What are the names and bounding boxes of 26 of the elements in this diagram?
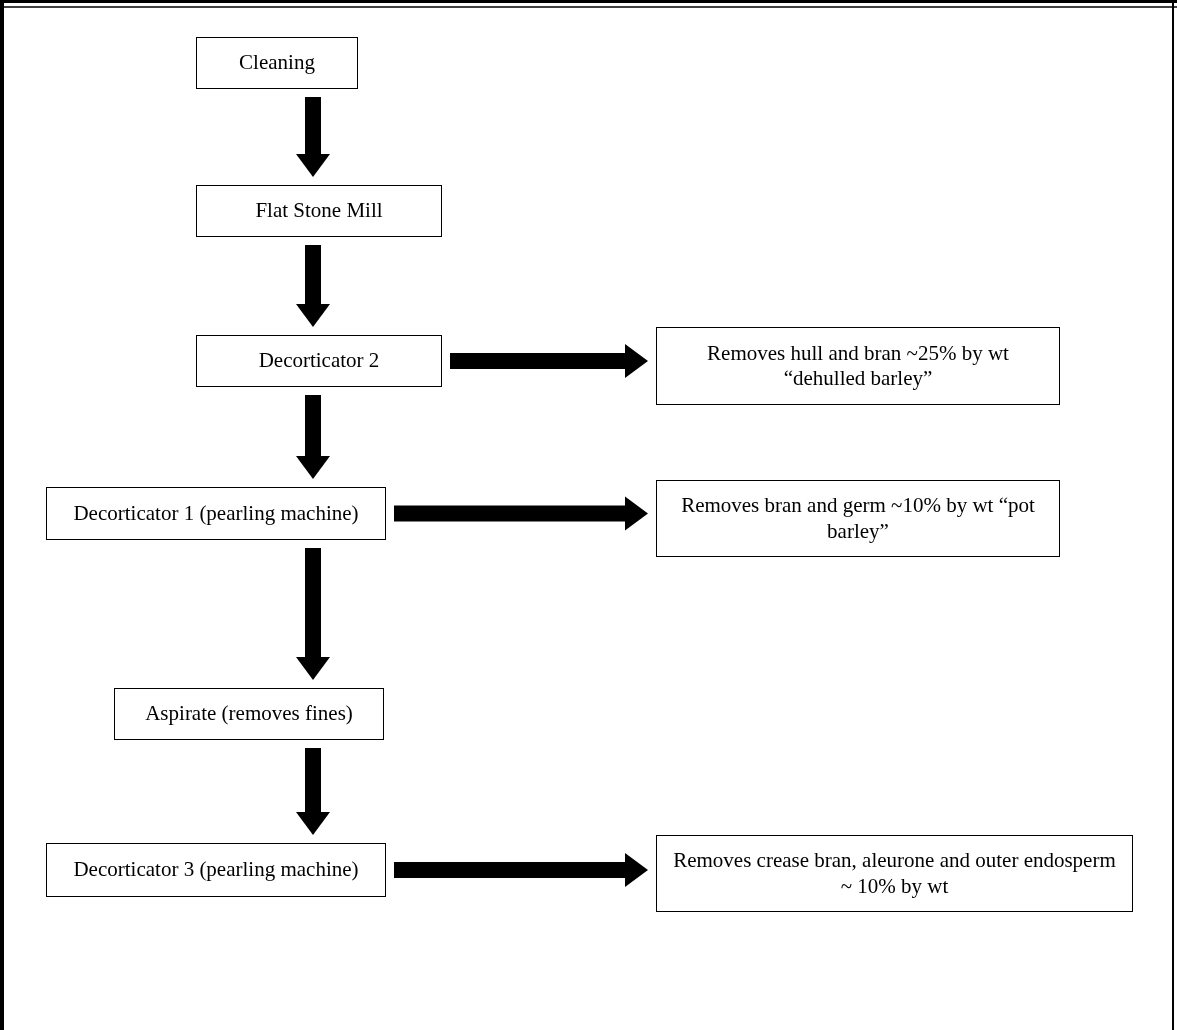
- process-box: [196, 335, 442, 387]
- block-arrow: [450, 344, 648, 378]
- process-box: [196, 185, 442, 237]
- step-text: Removes bran and germ ~10% by wt “pot barley”: [680, 493, 1036, 544]
- process-box: [46, 487, 386, 540]
- step-text: Decorticator 3 (pearling machine): [73, 857, 359, 883]
- step-text: Decorticator 1 (pearling machine): [73, 500, 359, 527]
- process-box: [656, 480, 1060, 557]
- process-box: [656, 835, 1133, 912]
- step-text: Removes crease bran, aleurone and outer endosperm ~ 10% by wt: [672, 848, 1117, 899]
- step-text: Cleaning: [239, 50, 315, 76]
- block-arrow: [296, 548, 330, 680]
- block-arrow: [394, 496, 648, 531]
- process-box: [196, 37, 358, 89]
- step-text: Removes hull and bran ~25% by wt “dehulled barley”: [706, 340, 1010, 392]
- block-arrow: [296, 748, 330, 835]
- block-arrow: [296, 395, 330, 479]
- step-text: Decorticator 2: [258, 348, 380, 374]
- process-box: [114, 688, 384, 740]
- block-arrow: [394, 853, 648, 887]
- block-arrow: [296, 97, 330, 177]
- block-arrow: [296, 245, 330, 327]
- process-box: [46, 843, 386, 897]
- step-text: Flat Stone Mill: [255, 198, 383, 224]
- step-text: Aspirate (removes fines): [145, 701, 353, 727]
- process-box: [656, 327, 1060, 405]
